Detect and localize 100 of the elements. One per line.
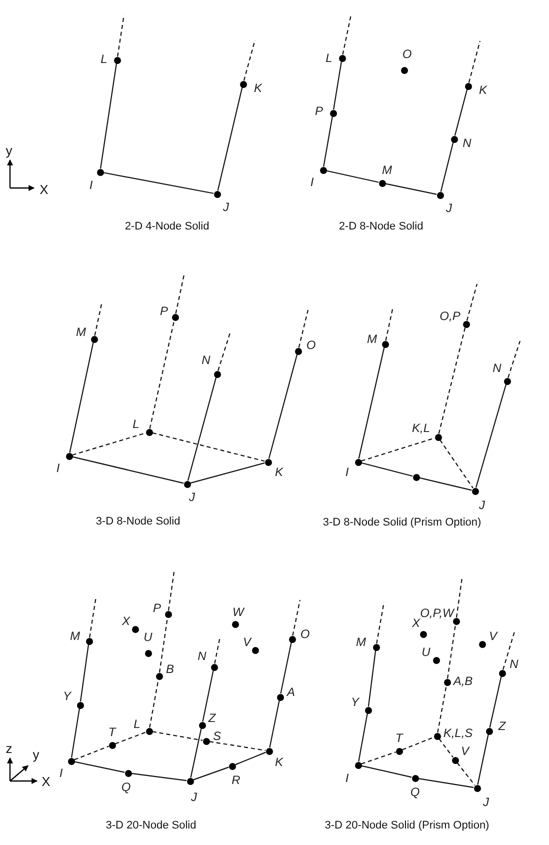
figure-caption: 2-D 4-Node Solid — [124, 220, 210, 234]
element-edge-line — [268, 354, 298, 459]
node-letter: U — [142, 630, 154, 644]
node-letter: T — [394, 731, 404, 745]
dashed-line — [438, 738, 454, 758]
node-letter: N — [462, 136, 472, 150]
element-edge-line — [69, 342, 94, 453]
dashed-line — [298, 310, 309, 348]
node-letter: O — [306, 338, 316, 352]
node-letter: K — [274, 465, 284, 479]
dashed-line — [437, 685, 447, 733]
node-letter: A,B — [452, 674, 474, 688]
element-edge-line — [323, 116, 333, 167]
node-letter: K — [274, 755, 284, 769]
dashed-line — [361, 438, 435, 462]
element-edge-line — [368, 650, 376, 707]
node-letter: N — [492, 361, 502, 375]
figure-caption: 3-D 8-Node Solid (Prism Option) — [322, 516, 482, 530]
node-letter: R — [230, 773, 242, 787]
dashed-line — [292, 600, 301, 636]
node-letter: Y — [350, 695, 360, 709]
node-letter: J — [222, 200, 230, 214]
node-letter: V — [242, 635, 252, 649]
node-letter: L — [132, 717, 142, 731]
node-letter: X — [120, 614, 132, 628]
node-letter: T — [107, 725, 118, 739]
dashed-line — [94, 302, 103, 336]
dashed-line — [218, 332, 231, 371]
node-letter: Q — [410, 785, 420, 799]
node-letter: U — [420, 645, 432, 659]
dashed-line — [468, 40, 481, 83]
element-edge-line — [440, 142, 454, 192]
dashed-line — [209, 741, 266, 751]
node-letter: M — [382, 163, 392, 177]
element-edge-line — [269, 700, 280, 748]
dashed-line — [440, 440, 474, 488]
node-letter: Y — [62, 689, 72, 703]
node-letter: L — [100, 52, 108, 66]
dashed-line — [376, 602, 385, 644]
element-edge-line — [190, 462, 265, 484]
figure-caption: 2-D 8-Node Solid — [338, 220, 424, 234]
node-letter: N — [196, 649, 208, 663]
axis-label: X — [40, 182, 48, 198]
node-letter: M — [356, 635, 366, 649]
axis-label: z — [6, 741, 12, 757]
dashed-line — [385, 306, 394, 341]
dashed-line — [438, 327, 466, 434]
element-edge-line — [358, 713, 368, 762]
node-letter: M — [366, 332, 378, 346]
node-letter: K,L,S — [442, 726, 474, 740]
element-edge-line — [361, 765, 412, 778]
element-edge-line — [477, 734, 489, 785]
axis-label: y — [6, 143, 12, 159]
element-edge-line — [454, 89, 468, 136]
node-letter: I — [55, 461, 61, 475]
element-edge-line — [235, 752, 266, 766]
element-edge-line — [100, 63, 118, 169]
axis-label: X — [42, 774, 50, 790]
node-letter: K,L — [410, 421, 431, 435]
dashed-line — [158, 617, 168, 673]
node-letter: Q — [120, 780, 132, 794]
figure-caption: 3-D 20-Node Solid — [106, 819, 196, 833]
element-edge-line — [361, 462, 413, 477]
dashed-line — [175, 274, 185, 314]
figure-caption: 3-D 8-Node Solid — [96, 515, 180, 529]
node-letter: V — [488, 629, 498, 643]
element-edge-line — [103, 172, 214, 194]
dashed-line — [502, 630, 516, 670]
node-letter: J — [482, 795, 490, 809]
node-letter: I — [344, 465, 350, 479]
dashed-line — [446, 624, 456, 679]
node-letter: P — [158, 304, 169, 318]
element-edge-line — [217, 87, 243, 191]
element-edge-line — [418, 778, 474, 788]
node-letter: W — [232, 605, 244, 619]
element-edge-line — [72, 456, 184, 484]
element-edge-line — [187, 377, 217, 481]
element-edge-line — [193, 766, 229, 780]
dashed-line — [74, 746, 109, 760]
dashed-line — [456, 578, 463, 618]
node-letter: N — [508, 657, 520, 671]
element-edge-line — [489, 676, 502, 728]
node-letter: K — [252, 81, 264, 95]
element-edge-line — [80, 644, 90, 702]
node-letter: Z — [207, 711, 217, 725]
dashed-line — [152, 432, 265, 462]
element-edge-line — [131, 772, 187, 782]
dashed-line — [115, 732, 146, 744]
element-edge-line — [326, 170, 379, 183]
node-letter: I — [58, 766, 64, 780]
dashed-line — [149, 320, 175, 429]
node-letter: M — [70, 629, 80, 643]
node-letter: L — [132, 417, 140, 431]
node-letter: P — [152, 601, 162, 615]
node-letter: J — [445, 201, 453, 215]
dashed-line — [214, 636, 221, 664]
node-letter: O — [402, 47, 412, 61]
dashed-line — [152, 731, 203, 741]
dashed-line — [361, 752, 396, 764]
node-letter: X — [410, 616, 420, 630]
